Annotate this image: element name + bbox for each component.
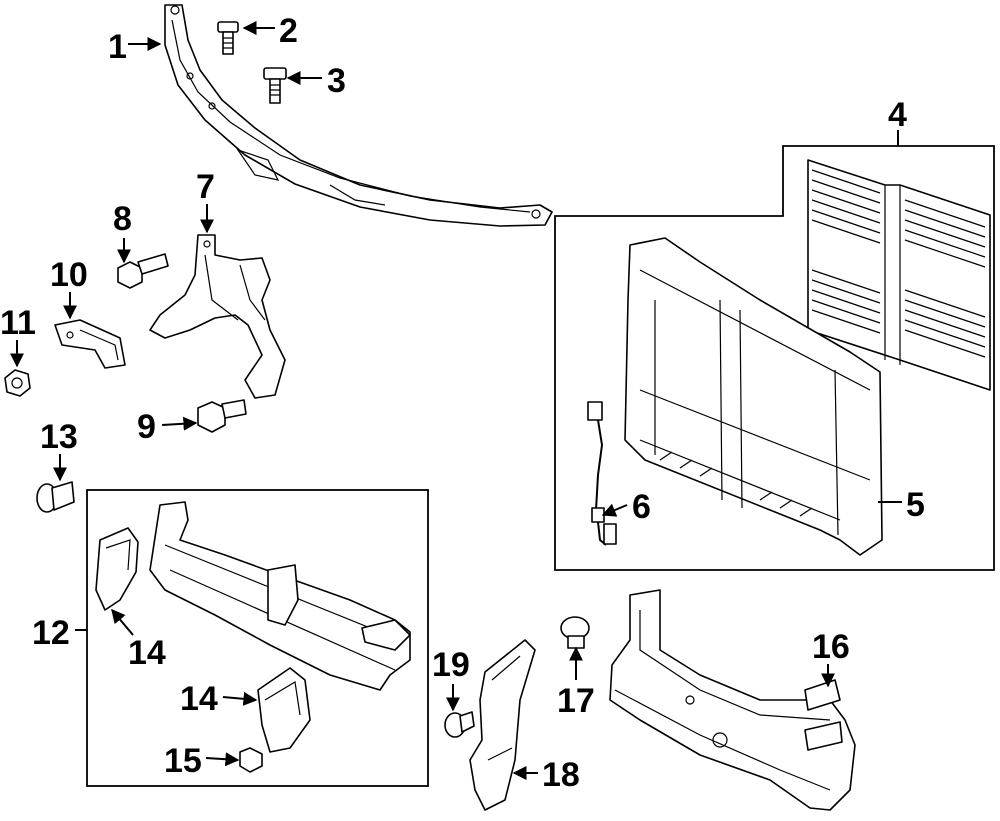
assembly-box-4 [554,145,995,571]
part-14-deflector-left [95,527,139,611]
callout-3: 3 [327,62,346,100]
part-3-bolt [263,67,287,104]
callout-4: 4 [888,96,907,134]
part-7-bracket [149,234,286,399]
callout-8: 8 [113,200,132,238]
part-10-bracket [54,319,126,369]
callout-14-lower: 14 [180,680,218,718]
part-16-lower-bracket [609,589,856,811]
callout-1: 1 [108,28,127,66]
part-11-nut [4,369,31,397]
assembly-box-12 [86,489,429,787]
callout-9: 9 [137,408,156,446]
part-2-bolt [217,21,239,55]
callout-15: 15 [164,742,202,780]
callout-12: 12 [32,614,70,652]
part-8-bolt [117,253,169,289]
callout-14-upper: 14 [128,634,166,672]
part-17-push-pin [560,616,590,649]
callout-10: 10 [50,256,88,294]
part-1-upper-tie-bar [164,4,553,227]
part-15-clip [239,747,263,773]
callout-18: 18 [542,756,580,794]
leader-lines [10,21,902,780]
part-4-grille-shutter [807,159,991,391]
callout-13: 13 [40,418,78,456]
part-12-air-deflector [149,501,411,691]
callout-2: 2 [279,12,298,50]
part-19-clip [444,711,475,738]
part-18-side-deflector [469,639,536,811]
part-6-wiring-harness [587,401,617,546]
callout-5: 5 [906,486,925,524]
callout-7: 7 [196,168,215,206]
callout-11: 11 [0,304,36,342]
part-5-radiator-support [624,237,883,556]
part-14-deflector-lower [257,667,311,753]
callout-19: 19 [432,646,470,684]
part-13-clip [36,481,75,513]
callout-16: 16 [812,628,850,666]
callout-6: 6 [632,488,651,526]
callout-17: 17 [557,682,595,720]
part-9-bolt [197,399,247,433]
